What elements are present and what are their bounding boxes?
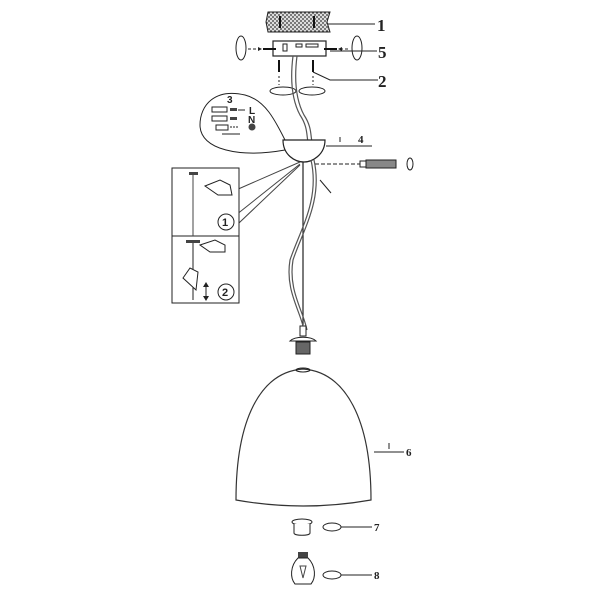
wiring-detail-callout: 3 L N [199, 93, 286, 154]
hand-icon [203, 179, 233, 196]
label-6: 6 [406, 447, 412, 459]
screwdriver-icon [315, 157, 414, 194]
label-7: 7 [374, 522, 380, 534]
earth-icon [248, 123, 256, 131]
ceiling-part: 1 [265, 11, 386, 35]
terminal-n: N [248, 115, 255, 126]
detail-3-title: 3 [227, 95, 233, 106]
step-1-label: 1 [222, 217, 228, 229]
hand-icon [198, 239, 226, 253]
hand-icon [182, 267, 199, 292]
terminal-block-rows [211, 106, 245, 135]
mounting-screws: 2 [269, 60, 387, 96]
label-5: 5 [378, 43, 387, 62]
label-2: 2 [378, 72, 387, 91]
lamp-socket [288, 325, 318, 355]
label-4: 4 [358, 134, 364, 146]
label-8: 8 [374, 570, 380, 582]
lamp-shade: 6 [235, 367, 412, 507]
label-1: 1 [377, 16, 386, 35]
shade-ring: 7 [291, 518, 380, 536]
power-cable [291, 55, 311, 146]
terminal-l: L [249, 106, 255, 117]
step-2-label: 2 [222, 287, 228, 299]
mounting-bracket: 5 [235, 35, 387, 62]
ceiling-canopy: 4 [282, 134, 372, 163]
height-adjust-steps-panel: 1 2 [171, 167, 240, 304]
light-bulb: 8 [291, 552, 380, 585]
